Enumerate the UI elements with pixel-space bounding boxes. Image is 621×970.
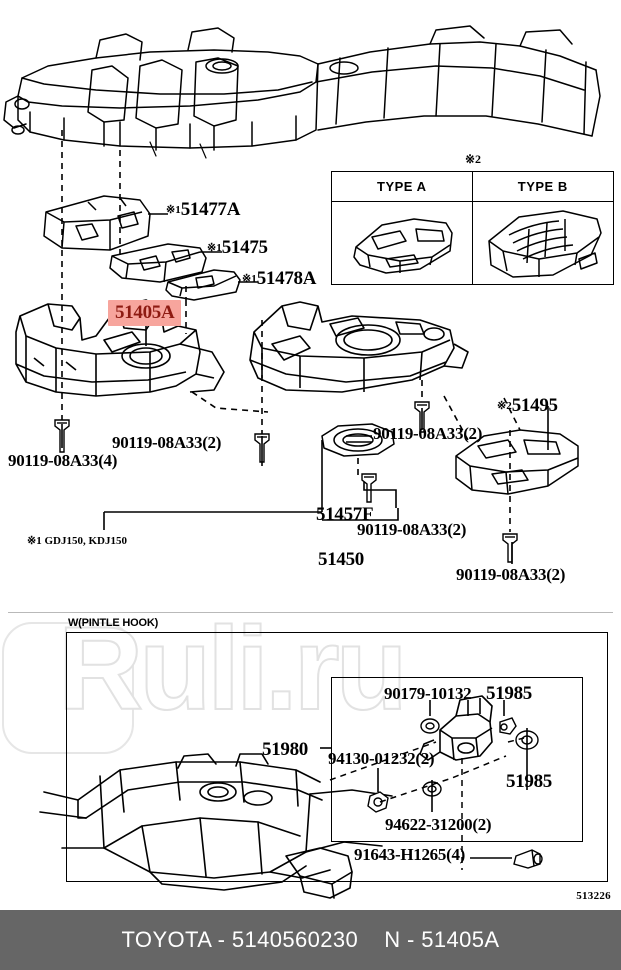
type-table: TYPE A TYPE B bbox=[331, 171, 614, 285]
fastener-label-90119-2d: 90119-08A33(2) bbox=[456, 565, 566, 584]
part-number-51478a: 51478A bbox=[256, 268, 317, 289]
top-panel-leader-lines bbox=[61, 213, 549, 564]
part-label-51980: 51980 bbox=[262, 739, 309, 760]
type-table-marker: ※2 bbox=[465, 152, 482, 166]
ref-marker-2: ※2 bbox=[497, 400, 512, 412]
type-a-header: TYPE A bbox=[332, 172, 473, 201]
part-label-51450: 51450 bbox=[318, 549, 365, 570]
part-number-51495: 51495 bbox=[511, 395, 558, 416]
pintle-hook-caption: W(PINTLE HOOK) bbox=[68, 617, 159, 629]
type-table-body-row bbox=[332, 202, 613, 284]
part-label-51457f: 51457F bbox=[316, 504, 374, 525]
type-table-header-row: TYPE A TYPE B bbox=[332, 172, 613, 202]
fastener-label-90119-2c: 90119-08A33(2) bbox=[357, 520, 467, 539]
part-label-51985-upper: 51985 bbox=[486, 683, 533, 704]
footnote-1: ※1 GDJ150, KDJ150 bbox=[27, 535, 127, 547]
fastener-label-94622: 94622-31200(2) bbox=[385, 815, 492, 834]
part-label-51475: ※151475 bbox=[207, 238, 268, 257]
fastener-label-90119-2b: 90119-08A33(2) bbox=[373, 424, 483, 443]
part-label-51985-lower: 51985 bbox=[506, 771, 553, 792]
part-label-51495: ※251495 bbox=[497, 396, 558, 415]
ref-marker-1b: ※1 bbox=[207, 242, 222, 254]
figure-id: 513226 bbox=[576, 890, 611, 902]
caption-brand-number: TOYOTA - 5140560230 bbox=[121, 927, 359, 952]
part-label-51405a-highlighted: 51405A bbox=[108, 300, 182, 326]
caption-bar: TOYOTA - 5140560230 N - 51405A bbox=[0, 910, 621, 970]
fastener-label-91643: 91643-H1265(4) bbox=[354, 845, 466, 864]
part-number-51475: 51475 bbox=[221, 237, 268, 258]
caption-suffix: N - 51405A bbox=[384, 927, 500, 952]
part-number-51477a: 51477A bbox=[180, 199, 241, 220]
top-panel-illustration bbox=[3, 25, 601, 563]
fastener-label-90179: 90179-10132 bbox=[384, 684, 472, 703]
fastener-label-90119-2a: 90119-08A33(2) bbox=[112, 433, 222, 452]
type-a-illustration bbox=[332, 202, 473, 284]
type-b-illustration bbox=[473, 202, 614, 284]
type-b-header: TYPE B bbox=[517, 179, 568, 194]
fastener-label-94130: 94130-01232(2) bbox=[328, 749, 435, 768]
part-label-51477a: ※151477A bbox=[166, 200, 240, 219]
top-panel-locator-lines bbox=[61, 130, 521, 532]
fastener-label-90119-4: 90119-08A33(4) bbox=[8, 451, 118, 470]
ref-marker-1a: ※1 bbox=[166, 204, 181, 216]
pintle-hook-outer-box bbox=[66, 632, 608, 882]
ref-marker-1c: ※1 bbox=[242, 273, 257, 285]
caption-text: TOYOTA - 5140560230 N - 51405A bbox=[121, 927, 499, 953]
panel-divider bbox=[8, 612, 613, 613]
pintle-hook-detail-box bbox=[331, 677, 583, 842]
part-label-51478a: ※151478A bbox=[242, 269, 316, 288]
